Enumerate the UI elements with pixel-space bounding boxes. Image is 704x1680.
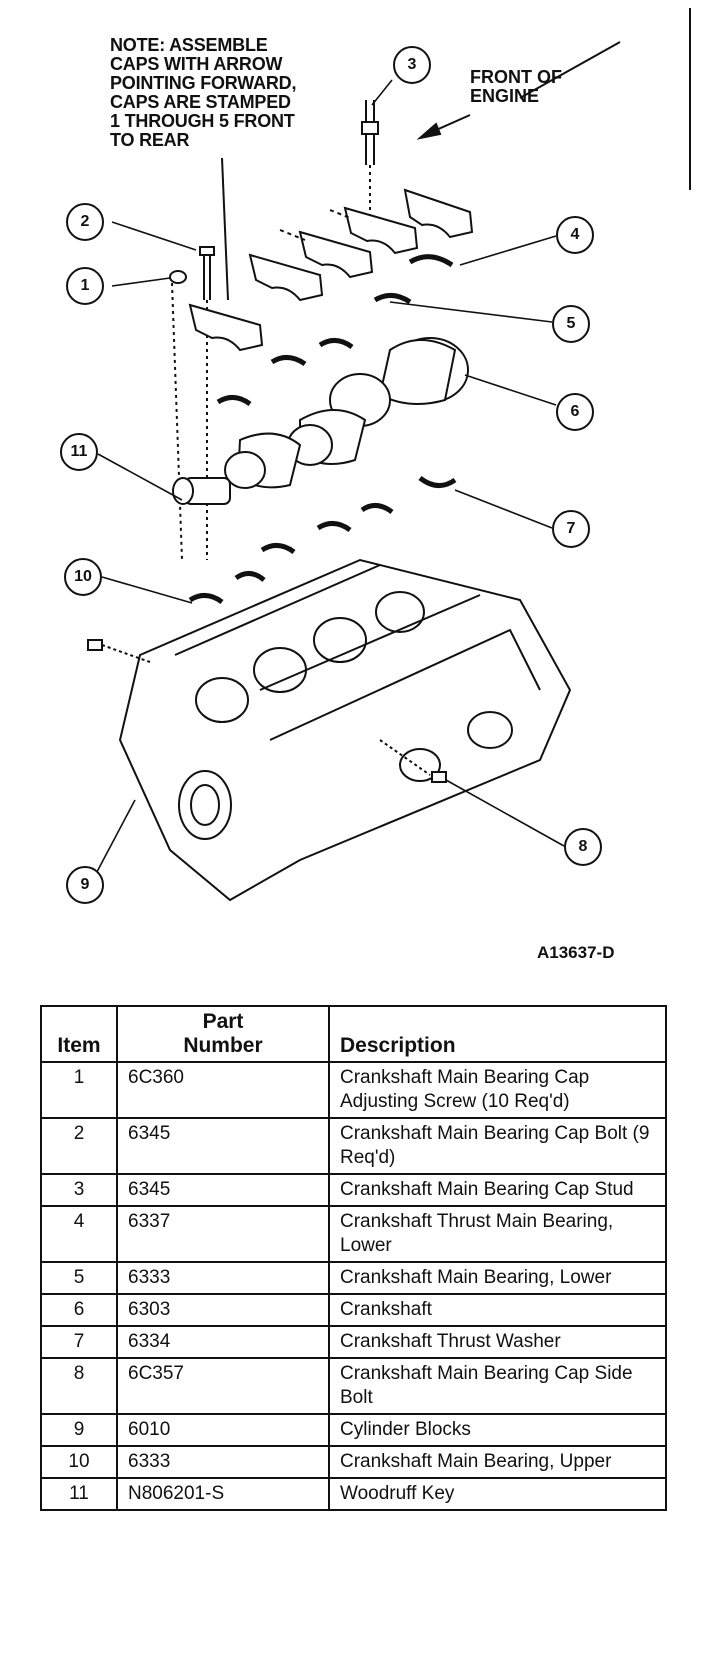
cell-item: 8 [40, 1357, 118, 1415]
diagram-artwork [87, 8, 691, 902]
header-item: Item [40, 1005, 118, 1063]
cell-description: Crankshaft Main Bearing Cap Stud [328, 1173, 667, 1207]
front-dir-line [519, 41, 621, 99]
cell-description: Crankshaft Main Bearing, Upper [328, 1445, 667, 1479]
cell-item: 2 [40, 1117, 118, 1175]
callout-6: 6 [556, 393, 594, 431]
callout-2: 2 [66, 203, 104, 241]
cell-part-number: 6303 [116, 1293, 330, 1327]
assembly-note: NOTE: ASSEMBLE CAPS WITH ARROW POINTING … [110, 35, 297, 150]
cell-item: 6 [40, 1293, 118, 1327]
cell-item: 9 [40, 1413, 118, 1447]
cell-item: 11 [40, 1477, 118, 1511]
callout-4: 4 [556, 216, 594, 254]
cell-part-number: 6334 [116, 1325, 330, 1359]
cell-item: 1 [40, 1061, 118, 1119]
cell-part-number: 6C360 [116, 1061, 330, 1119]
note-pointer-line [221, 157, 229, 301]
adjusting-screw [169, 270, 187, 561]
cap-stud [361, 100, 379, 230]
table-header-row: Item Part Number Description [40, 1005, 667, 1063]
cell-part-number: N806201-S [116, 1477, 330, 1511]
cell-description: Woodruff Key [328, 1477, 667, 1511]
callout-11: 11 [60, 433, 98, 471]
cap-bolt [199, 246, 215, 560]
front-arrow [416, 114, 471, 140]
cell-description: Crankshaft Thrust Main Bearing, Lower [328, 1205, 667, 1263]
cell-part-number: 6333 [116, 1445, 330, 1479]
cell-part-number: 6010 [116, 1413, 330, 1447]
cell-description: Crankshaft Thrust Washer [328, 1325, 667, 1359]
front-of-engine-label: FRONT OF ENGINE [470, 67, 562, 106]
callout-9: 9 [66, 866, 104, 904]
cell-item: 4 [40, 1205, 118, 1263]
bearing-caps [188, 188, 474, 352]
callout-7: 7 [552, 510, 590, 548]
cell-description: Cylinder Blocks [328, 1413, 667, 1447]
callout-8: 8 [564, 828, 602, 866]
bearing-shells [188, 254, 457, 605]
cell-part-number: 6337 [116, 1205, 330, 1263]
callout-3: 3 [393, 46, 431, 84]
cell-description: Crankshaft Main Bearing Cap Bolt (9 Req'… [328, 1117, 667, 1175]
header-description: Description [328, 1005, 667, 1063]
cell-part-number: 6345 [116, 1117, 330, 1175]
cell-description: Crankshaft Main Bearing, Lower [328, 1261, 667, 1295]
cylinder-block-drawing [87, 558, 572, 902]
figure-id: A13637-D [537, 943, 615, 962]
cell-item: 7 [40, 1325, 118, 1359]
cell-part-number: 6333 [116, 1261, 330, 1295]
crankshaft-drawing [172, 337, 469, 505]
exploded-diagram: NOTE: ASSEMBLE CAPS WITH ARROW POINTING … [60, 8, 691, 962]
callout-10: 10 [64, 558, 102, 596]
cell-item: 5 [40, 1261, 118, 1295]
cell-description: Crankshaft Main Bearing Cap Adjusting Sc… [328, 1061, 667, 1119]
cell-item: 3 [40, 1173, 118, 1207]
cell-description: Crankshaft [328, 1293, 667, 1327]
cell-part-number: 6345 [116, 1173, 330, 1207]
cell-description: Crankshaft Main Bearing Cap Side Bolt [328, 1357, 667, 1415]
callout-5: 5 [552, 305, 590, 343]
cell-part-number: 6C357 [116, 1357, 330, 1415]
callout-1: 1 [66, 267, 104, 305]
header-part-number: Part Number [116, 1005, 330, 1063]
leader-lines [89, 79, 565, 886]
cell-item: 10 [40, 1445, 118, 1479]
